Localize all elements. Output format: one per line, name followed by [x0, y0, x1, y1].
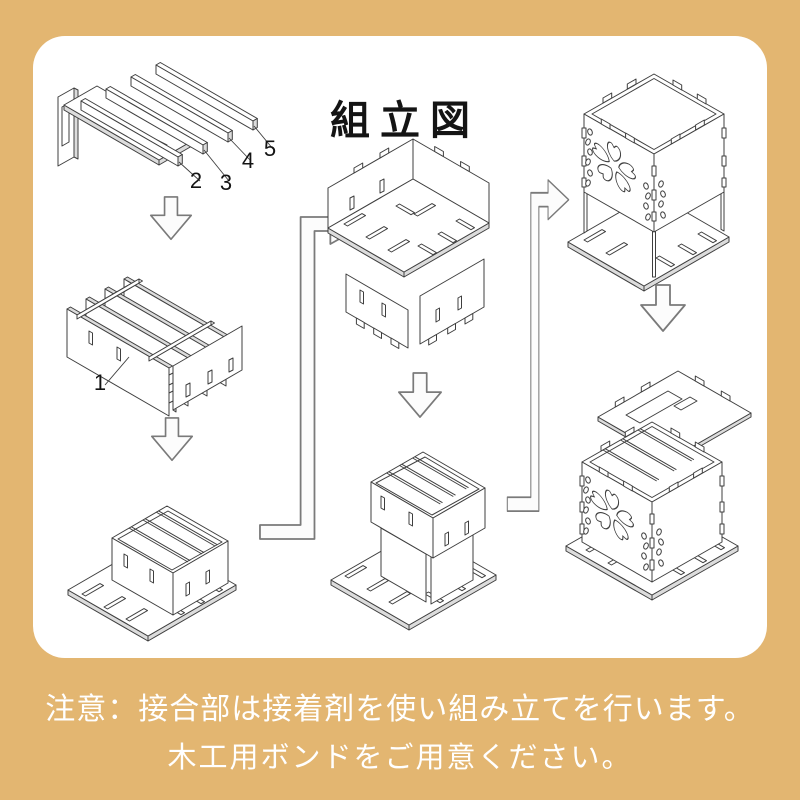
divider-panels — [66, 276, 230, 417]
base-plate — [567, 192, 730, 292]
down-arrow-icon — [149, 196, 193, 241]
down-arrow-icon — [640, 284, 686, 332]
inner-tray — [111, 505, 229, 616]
loose-wall-left — [345, 273, 409, 349]
cross-rails — [76, 278, 215, 362]
diagram-panel: 組立図 — [33, 36, 767, 658]
open-box — [581, 73, 727, 233]
part-label-2: 2 — [189, 168, 203, 193]
page-title: 組立図 — [330, 99, 480, 143]
down-arrow-icon — [398, 372, 442, 418]
step6-box-on-base-diagram — [567, 73, 730, 292]
part-label-5: 5 — [263, 136, 277, 161]
step1-exploded-parts-diagram — [57, 62, 274, 182]
side-panel — [168, 325, 243, 413]
caution-text-line1: 注意：接合部は接着剤を使い組み立てを行います。 — [45, 693, 755, 726]
caution-text-line2: 木工用ボンドをご用意ください。 — [167, 742, 633, 774]
leader-lines — [178, 125, 274, 182]
step5-walls-on-base-diagram — [330, 451, 497, 631]
step7-final-box-with-lid-diagram — [565, 370, 752, 601]
rail-parts — [80, 62, 258, 167]
step3-unit-on-base-diagram — [67, 505, 237, 642]
open-box — [579, 421, 725, 583]
elbow-arrow-icon — [506, 179, 570, 512]
step2-divider-assembly-diagram — [66, 276, 243, 417]
part-label-1: 1 — [93, 370, 107, 395]
part-label-3: 3 — [219, 170, 233, 195]
inner-tray — [370, 451, 486, 559]
loose-wall-right — [419, 258, 485, 346]
support-tabs — [583, 189, 725, 278]
small-petal-cutouts — [585, 128, 666, 221]
down-arrow-icon — [150, 417, 194, 462]
part-label-4: 4 — [241, 148, 255, 173]
step4-walls-attach-diagram — [327, 138, 490, 349]
bottom-plate — [327, 178, 490, 278]
leader-line-1 — [104, 356, 130, 386]
small-petal-cutouts — [583, 476, 664, 571]
